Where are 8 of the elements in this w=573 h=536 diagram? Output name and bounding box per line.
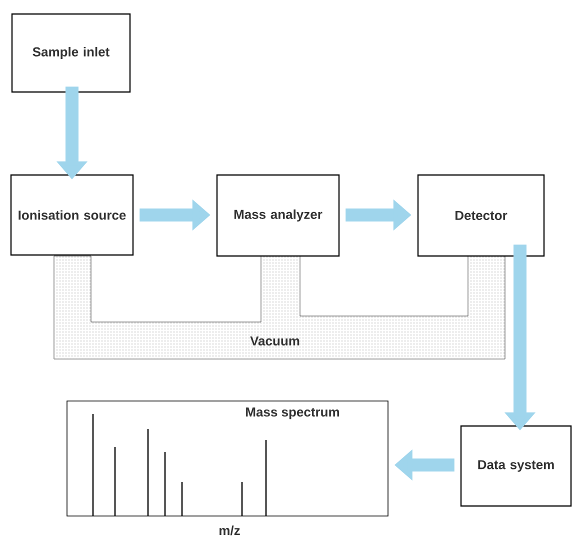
process-box: Mass analyzer [216, 174, 340, 257]
spectrum-box: Mass spectrum [66, 400, 388, 516]
process-box: Detector [417, 174, 545, 257]
axis-label: m/z [220, 526, 240, 536]
process-box: Sample inlet [11, 13, 131, 93]
vacuum-chamber: Vacuum [250, 336, 300, 346]
process-box: Ionisation source [10, 174, 134, 256]
process-box: Data system [460, 425, 572, 507]
